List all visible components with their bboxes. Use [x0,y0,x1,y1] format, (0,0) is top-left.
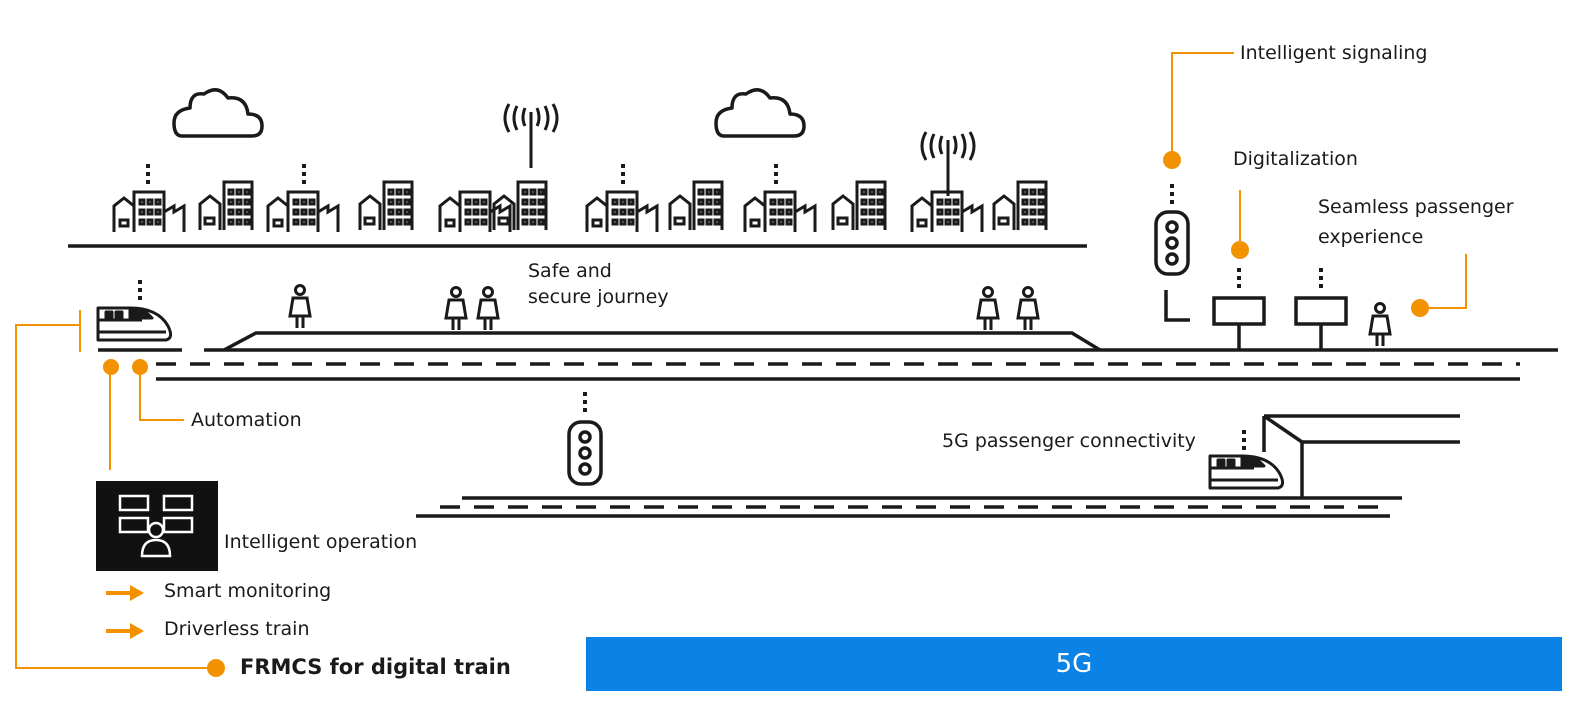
station-sign-icon [1212,296,1348,350]
label-intelligent-operation: Intelligent operation [224,531,418,553]
label-frmcs: FRMCS for digital train [240,655,511,679]
list-item: Driverless train [104,616,310,642]
operation-item-label: Smart monitoring [164,580,332,602]
operation-item-label: Driverless train [164,618,310,640]
label-5g-passenger-connectivity: 5G passenger connectivity [942,430,1196,452]
city-skyline [68,88,1087,248]
label-safe-and-secure-journey: Safe and secure journey [528,260,669,308]
label-digitalization: Digitalization [1233,148,1358,170]
operator-console-icon [96,481,218,571]
arrow-right-icon [106,585,144,601]
list-item: Smart monitoring [104,578,331,604]
annotation-dots [103,151,1429,677]
label-intelligent-signaling: Intelligent signaling [1240,42,1428,64]
label-seamless-passenger-experience: Seamless passenger experience [1318,196,1514,248]
arrow-right-icon [106,623,144,639]
annotation-connectors [15,52,1467,669]
5g-band: 5G [586,637,1562,691]
tunnel-icon [1262,414,1460,498]
train-icon [96,280,1285,490]
5g-band-label: 5G [1055,649,1093,679]
person-icon [288,284,1392,348]
railway-tracks [98,331,1558,518]
label-automation: Automation [191,409,302,431]
